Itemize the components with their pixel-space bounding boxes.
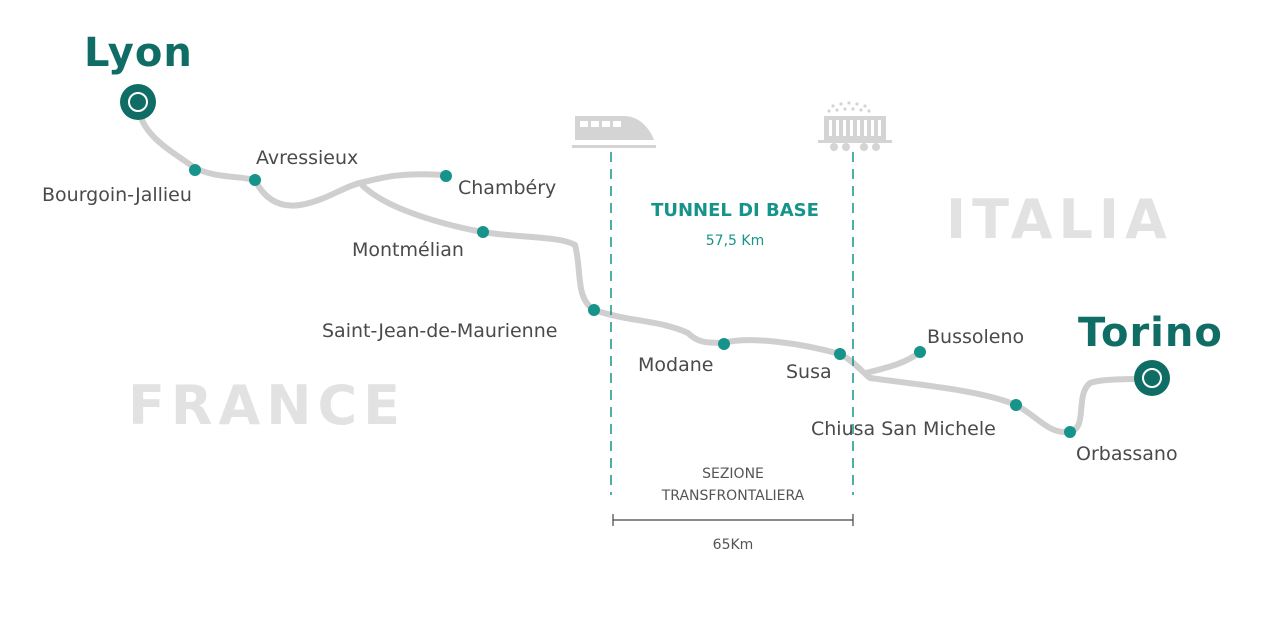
station-dot-bussoleno xyxy=(914,346,926,358)
station-label-bourgoin: Bourgoin-Jallieu xyxy=(42,184,192,206)
station-label-modane: Modane xyxy=(638,354,713,376)
station-label-montmelian: Montmélian xyxy=(352,239,464,261)
freight-wagon-icon xyxy=(818,101,892,151)
station-dots xyxy=(189,164,1076,438)
station-dot-bourgoin xyxy=(189,164,201,176)
station-label-orbassano: Orbassano xyxy=(1076,443,1178,465)
station-label-chiusa: Chiusa San Michele xyxy=(811,418,996,440)
station-dot-saint-jean xyxy=(588,304,600,316)
city-label-lyon: Lyon xyxy=(84,30,193,76)
station-label-bussoleno: Bussoleno xyxy=(927,326,1024,348)
station-label-chambery: Chambéry xyxy=(458,177,556,199)
city-marker-torino xyxy=(1134,360,1170,396)
station-label-susa: Susa xyxy=(786,361,832,383)
station-dot-chambery xyxy=(440,170,452,182)
passenger-train-icon xyxy=(572,116,656,148)
station-label-avressieux: Avressieux xyxy=(256,147,358,169)
section-length-marker xyxy=(612,514,854,526)
station-dot-susa xyxy=(834,348,846,360)
section-label-line1: SEZIONE xyxy=(702,466,764,482)
city-label-torino: Torino xyxy=(1078,310,1223,356)
station-dot-avressieux xyxy=(249,174,261,186)
route-chambery-branch xyxy=(357,171,448,186)
section-length-label: 65Km xyxy=(713,537,754,553)
station-dot-chiusa xyxy=(1010,399,1022,411)
city-marker-lyon xyxy=(120,84,156,120)
section-label-line2: TRANSFRONTALIERA xyxy=(661,488,805,504)
country-label-italy: ITALIA xyxy=(946,188,1173,251)
station-dot-montmelian xyxy=(477,226,489,238)
tunnel-length: 57,5 Km xyxy=(706,233,764,249)
country-label-france: FRANCE xyxy=(128,374,406,437)
tunnel-title: TUNNEL DI BASE xyxy=(651,200,819,221)
tunnel-boundaries xyxy=(610,152,854,495)
station-label-saint-jean: Saint-Jean-de-Maurienne xyxy=(322,320,557,342)
route-main-line xyxy=(135,101,1155,436)
station-dot-modane xyxy=(718,338,730,350)
station-dot-orbassano xyxy=(1064,426,1076,438)
route-bussoleno-branch xyxy=(863,349,923,376)
